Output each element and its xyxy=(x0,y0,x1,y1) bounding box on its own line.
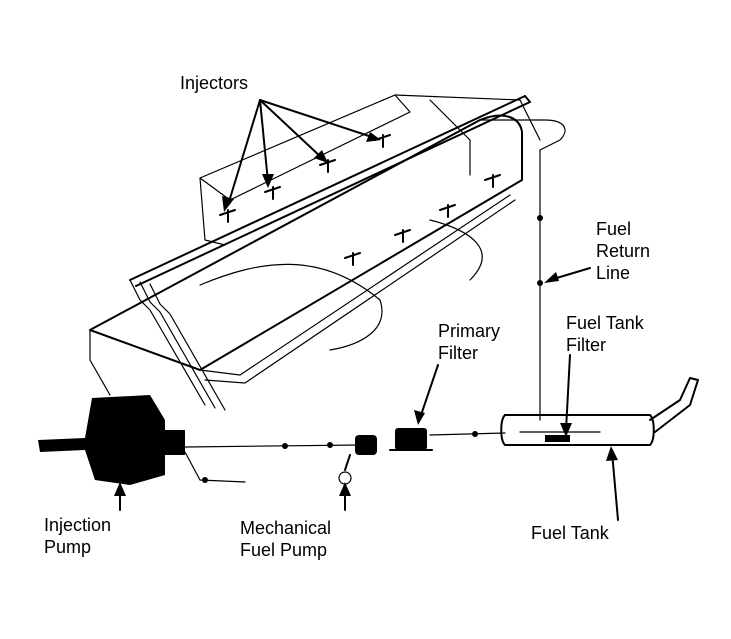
label-fuel-tank: Fuel Tank xyxy=(531,523,609,543)
label-mechanical-fuel-pump-2: Fuel Pump xyxy=(240,540,328,560)
label-arrows xyxy=(114,267,619,521)
label-fuel-return-line-1: Fuel xyxy=(596,219,632,239)
label-mechanical-fuel-pump-1: Mechanical xyxy=(240,518,332,538)
label-injection-pump-1: Injection xyxy=(44,515,112,535)
label-primary-filter-1: Primary xyxy=(438,321,500,341)
injection-pump xyxy=(38,395,185,485)
fuel-tank xyxy=(500,377,699,446)
label-injection-pump-2: Pump xyxy=(44,537,92,557)
injector-symbols xyxy=(219,134,501,266)
label-fuel-return-line-3: Line xyxy=(596,263,631,283)
label-fuel-return-line-2: Return xyxy=(596,241,651,261)
engine-block xyxy=(199,94,541,351)
label-fuel-tank-filter-2: Filter xyxy=(566,335,606,355)
return-line xyxy=(479,119,566,421)
injectors-arrows xyxy=(222,99,381,212)
primary-filter xyxy=(389,428,433,451)
label-fuel-tank-filter-1: Fuel Tank xyxy=(566,313,644,333)
mechanical-fuel-pump xyxy=(338,435,377,485)
supply-line xyxy=(184,431,506,483)
label-injectors: Injectors xyxy=(180,73,249,93)
label-primary-filter-2: Filter xyxy=(438,343,478,363)
